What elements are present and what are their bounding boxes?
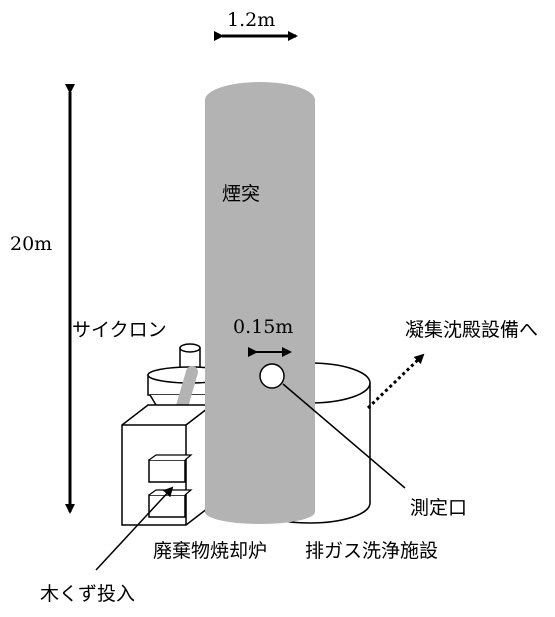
chimney-height-label: 20m (10, 233, 52, 255)
scrubber-label: 排ガス洗浄施設 (305, 540, 438, 562)
coagulation-facility-label: 凝集沈殿設備へ (405, 319, 538, 341)
coagulation-flow-arrow (366, 353, 425, 410)
measurement-port-circle (259, 363, 285, 389)
wood-input-label: 木くず投入 (40, 583, 135, 605)
cyclone-label: サイクロン (72, 319, 167, 341)
wood-input-arrow (95, 486, 174, 571)
incinerator-box (121, 404, 213, 526)
incinerator-label: 廃棄物焼却炉 (153, 540, 267, 562)
port-diameter-label: 0.15m (233, 316, 293, 338)
measurement-port-label: 測定口 (410, 497, 467, 519)
chimney-label: 煙突 (222, 183, 260, 205)
chimney-diameter-label: 1.2m (227, 9, 275, 31)
measurement-port-leader (282, 383, 406, 489)
chimney (205, 82, 315, 524)
